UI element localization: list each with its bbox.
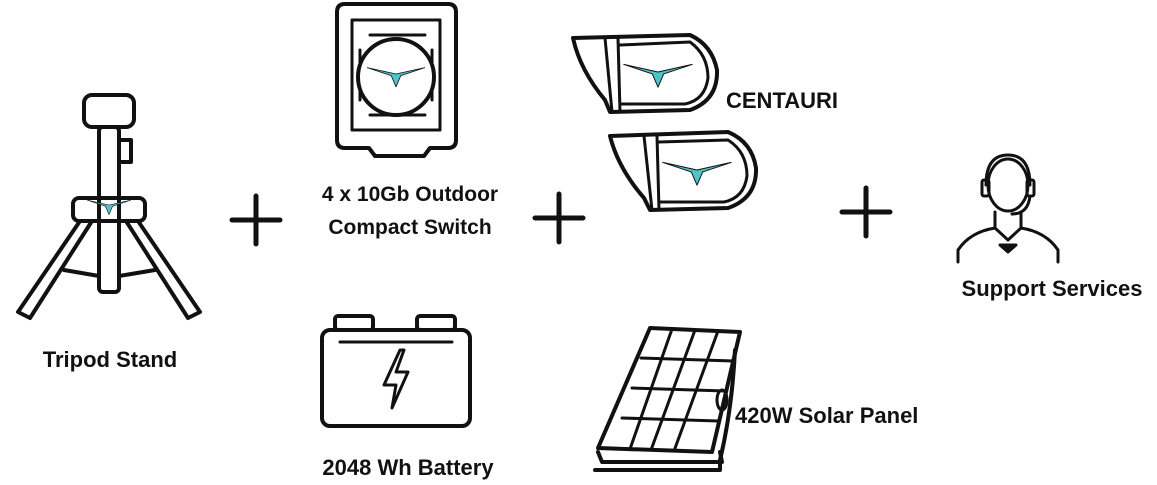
switch-label-line2: Compact Switch — [328, 216, 492, 239]
battery-icon — [320, 314, 472, 428]
switch-icon — [335, 2, 458, 158]
support-services-label: Support Services — [961, 276, 1143, 301]
support-agent-icon — [956, 153, 1060, 264]
centauri-device-icon — [608, 130, 759, 212]
plus-icon — [839, 185, 893, 239]
centauri-label: CENTAURI — [726, 88, 839, 113]
tripod-stand-icon — [16, 93, 202, 320]
solar-panel-icon — [593, 326, 742, 472]
switch-label-line1: 4 x 10Gb Outdoor — [321, 183, 499, 206]
centauri-device-icon — [571, 33, 720, 114]
plus-icon — [229, 193, 283, 247]
battery-label: 2048 Wh Battery — [322, 455, 494, 480]
tripod-stand-label: Tripod Stand — [42, 347, 178, 372]
plus-icon — [532, 191, 586, 245]
solar-panel-label: 420W Solar Panel — [735, 403, 919, 428]
